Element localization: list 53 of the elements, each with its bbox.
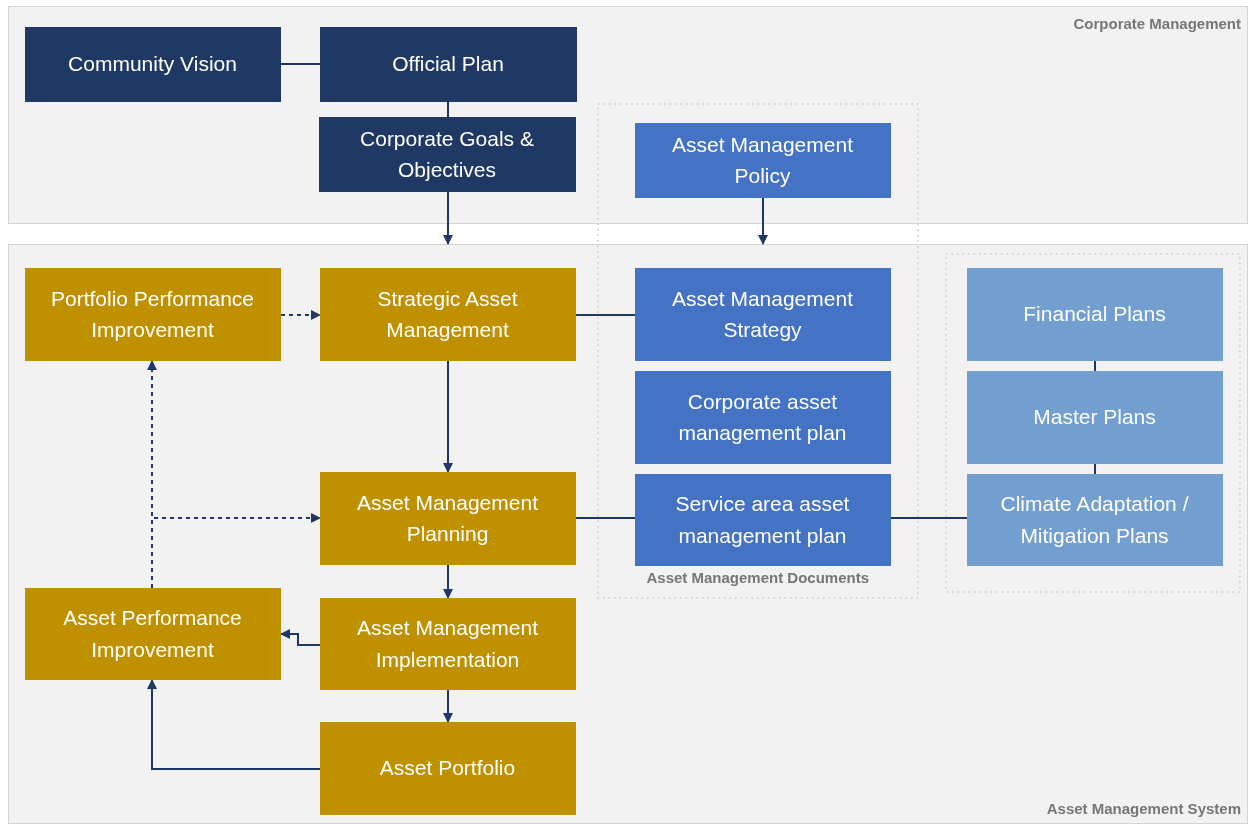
process-box (634, 267, 891, 361)
box-label: Asset Management Policy (671, 131, 854, 189)
process-box (318, 116, 576, 192)
box-label: Strategic Asset Management (376, 285, 519, 343)
process-box (319, 267, 576, 361)
box-label: Corporate asset management plan (677, 388, 848, 446)
band-heading: Asset Management System (1046, 800, 1241, 817)
swimlane-band (8, 244, 1248, 824)
connector-line (1094, 463, 1096, 475)
box-label: Asset Portfolio (379, 755, 516, 782)
arrow (443, 191, 453, 245)
process-box (634, 473, 891, 566)
box-label: Asset Management Implementation (356, 615, 539, 673)
arrow (443, 360, 453, 473)
box-label: Portfolio Performance Improvement (49, 285, 256, 343)
band-heading: Corporate Management (1073, 15, 1241, 32)
arrow (280, 629, 321, 646)
arrow (443, 689, 453, 723)
swimlane-band (8, 6, 1248, 224)
box-label: Master Plans (1033, 404, 1156, 431)
arrow (758, 197, 768, 245)
process-box (24, 267, 281, 361)
process-box (966, 370, 1223, 464)
process-box (966, 473, 1223, 566)
connector-line (890, 517, 968, 519)
arrow (280, 310, 321, 320)
process-box (319, 26, 577, 102)
box-label: Climate Adaptation / Mitigation Plans (999, 491, 1190, 549)
box-label: Asset Management Planning (356, 489, 539, 547)
box-label: Asset Performance Improvement (62, 605, 243, 663)
process-box (966, 267, 1223, 361)
connector-line (447, 101, 449, 118)
process-box (24, 26, 281, 102)
arrow (147, 679, 321, 770)
box-label: Asset Management Strategy (671, 285, 854, 343)
connector-line (280, 63, 321, 65)
group-label: Asset Management Documents (646, 568, 870, 586)
box-label: Official Plan (392, 51, 504, 78)
connector-line (1094, 360, 1096, 372)
box-label: Community Vision (68, 51, 237, 78)
connector-line (575, 314, 636, 316)
box-label: Financial Plans (1023, 301, 1166, 328)
process-box (634, 122, 891, 198)
arrow (151, 513, 321, 589)
process-box (319, 471, 576, 565)
process-box (319, 721, 576, 815)
process-box (24, 587, 281, 680)
arrow (443, 564, 453, 599)
process-box (319, 597, 576, 690)
connector-line (575, 517, 636, 519)
box-label: Corporate Goals & Objectives (359, 125, 535, 183)
process-box (634, 370, 891, 464)
box-label: Service area asset management plan (674, 491, 851, 549)
